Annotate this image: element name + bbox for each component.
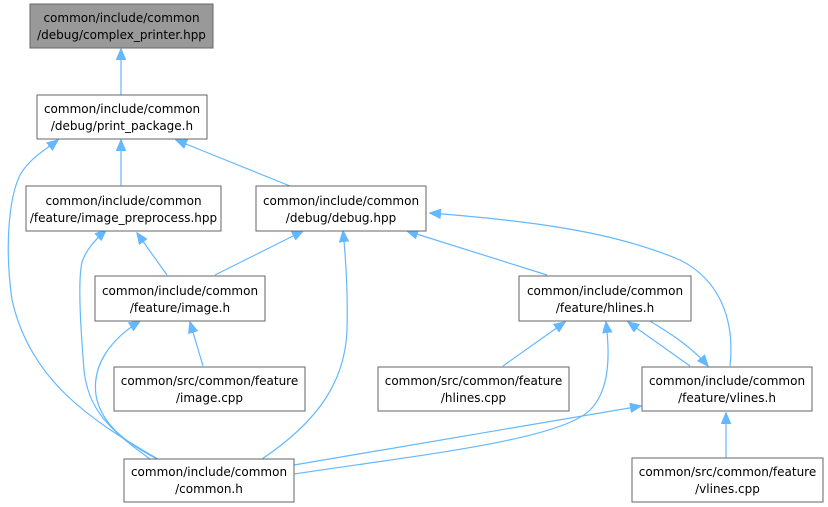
node-label-line-1: common/include/common xyxy=(527,284,683,298)
node-label-line-1: common/src/common/feature xyxy=(385,374,563,388)
edge-hlines-h-to-vlines-h xyxy=(639,314,708,366)
node-label-line-1: common/include/common xyxy=(44,102,200,116)
node-image-preprocess-hpp[interactable]: common/include/common /feature/image_pre… xyxy=(25,185,222,232)
node-label-line-2: /feature/vlines.h xyxy=(678,391,776,405)
node-debug-hpp[interactable]: common/include/common /debug/debug.hpp xyxy=(255,185,427,232)
dependency-edges xyxy=(7,49,732,475)
edge-vlines-h-to-debug-hpp xyxy=(430,213,732,367)
node-label-line-2: /debug/complex_printer.hpp xyxy=(37,28,206,42)
edge-common-h-to-print-package xyxy=(7,140,159,460)
edge-common-h-to-image-preprocess xyxy=(79,230,151,460)
node-label-line-2: /feature/hlines.h xyxy=(556,301,654,315)
node-label-line-1: common/include/common xyxy=(102,284,258,298)
node-vlines-cpp[interactable]: common/src/common/feature /vlines.cpp xyxy=(631,457,824,503)
node-label-line-1: common/include/common xyxy=(649,374,805,388)
node-image-h[interactable]: common/include/common /feature/image.h xyxy=(94,275,266,322)
node-vlines-h[interactable]: common/include/common /feature/vlines.h xyxy=(641,366,813,412)
node-label-line-2: /debug/print_package.h xyxy=(51,119,193,133)
node-hlines-cpp[interactable]: common/src/common/feature /hlines.cpp xyxy=(377,366,570,412)
node-label-line-2: /common.h xyxy=(175,482,243,496)
file-nodes: common/include/common /debug/complex_pri… xyxy=(25,3,824,503)
node-label-line-2: /debug/debug.hpp xyxy=(286,211,396,225)
edge-image-h-to-image-preprocess xyxy=(137,233,168,276)
edge-hlines-h-to-debug-hpp xyxy=(407,231,548,276)
edge-vlines-h-to-hlines-h xyxy=(628,322,691,367)
node-print-package-h[interactable]: common/include/common /debug/print_packa… xyxy=(36,94,208,140)
edge-common-h-to-hlines-h xyxy=(293,322,608,475)
node-label-line-2: /hlines.cpp xyxy=(441,391,506,405)
edge-common-h-to-image-h xyxy=(94,321,158,460)
node-label-line-1: common/src/common/feature xyxy=(121,374,299,388)
node-label-line-1: common/include/common xyxy=(263,194,419,208)
edge-image-h-to-debug-hpp xyxy=(214,231,303,276)
node-label-line-1: common/include/common xyxy=(131,465,287,479)
node-label-line-2: /image.cpp xyxy=(176,391,243,405)
node-label-line-1: common/include/common xyxy=(43,11,199,25)
node-label-line-2: /vlines.cpp xyxy=(695,482,760,496)
node-complex-printer-hpp[interactable]: common/include/common /debug/complex_pri… xyxy=(29,3,214,49)
node-label-line-2: /feature/image_preprocess.hpp xyxy=(30,211,217,225)
edge-hlines-cpp-to-hlines-h xyxy=(502,322,565,367)
edge-common-h-to-debug-hpp xyxy=(261,231,347,460)
edge-debug-hpp-to-print-package xyxy=(176,140,291,187)
node-hlines-h[interactable]: common/include/common /feature/hlines.h xyxy=(518,275,692,322)
node-label-line-1: common/include/common xyxy=(45,194,201,208)
edge-image-cpp-to-image-h xyxy=(190,322,204,367)
node-image-cpp[interactable]: common/src/common/feature /image.cpp xyxy=(113,366,306,412)
edge-common-h-to-vlines-h xyxy=(293,406,641,466)
node-common-h[interactable]: common/include/common /common.h xyxy=(123,458,295,503)
node-label-line-1: common/src/common/feature xyxy=(639,465,817,479)
node-label-line-2: /feature/image.h xyxy=(130,301,230,315)
